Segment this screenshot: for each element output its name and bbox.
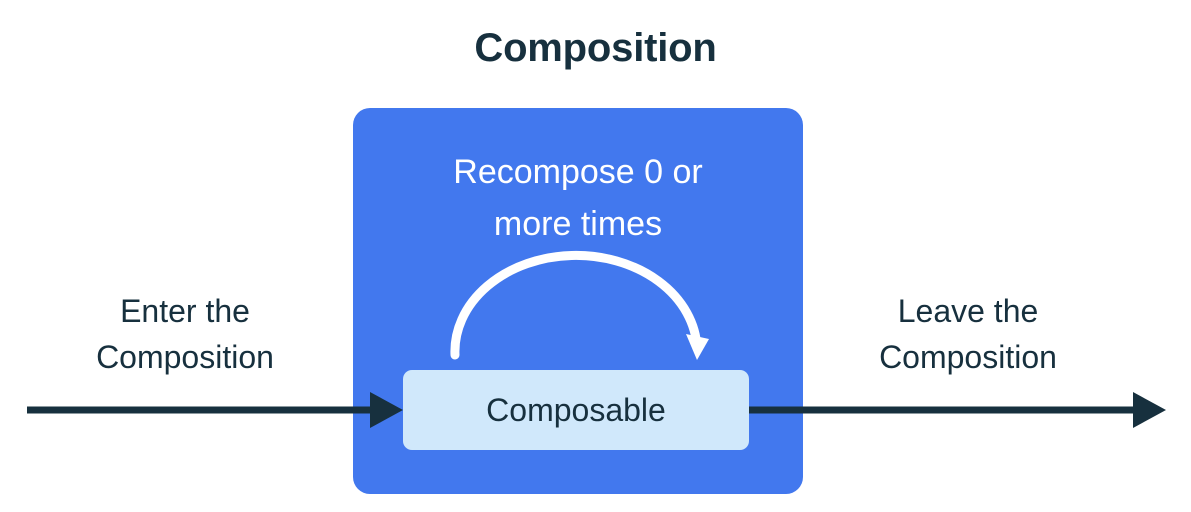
leave-composition-arrowhead <box>1133 392 1166 428</box>
leave-composition-caption-line-1: Leave the <box>897 293 1039 329</box>
enter-composition-caption: Enter the Composition <box>35 288 335 380</box>
enter-composition-caption-line-2: Composition <box>96 339 274 375</box>
recompose-label-line-1: Recompose 0 or <box>453 153 703 191</box>
recompose-label: Recompose 0 or more times <box>373 146 783 250</box>
composable-node-label: Composable <box>486 392 666 428</box>
composable-node: Composable <box>403 370 749 450</box>
leave-composition-caption: Leave the Composition <box>818 288 1118 380</box>
leave-composition-caption-line-2: Composition <box>879 339 1057 375</box>
enter-composition-caption-line-1: Enter the <box>120 293 250 329</box>
page-title: Composition <box>474 26 717 70</box>
recompose-label-line-2: more times <box>493 205 663 243</box>
